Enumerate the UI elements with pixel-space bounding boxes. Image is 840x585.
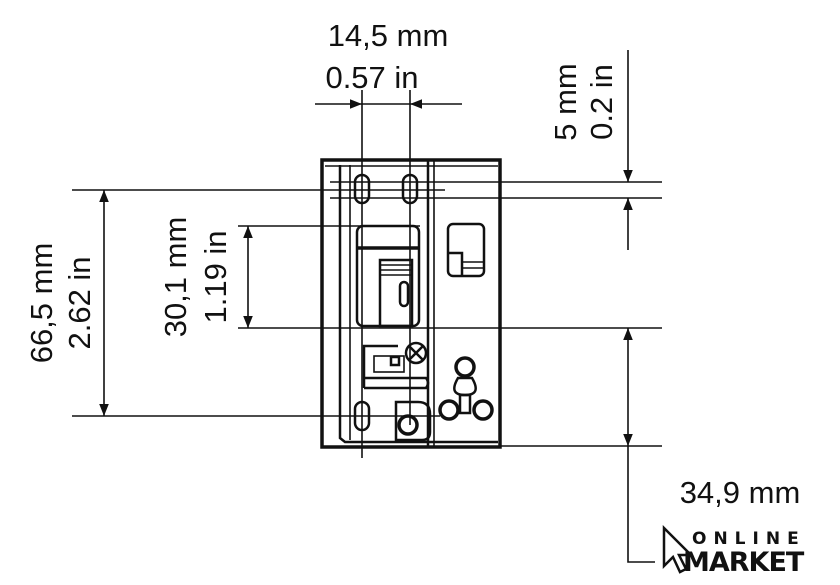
logo-line2: MARKET [683,547,805,578]
cursor-icon [662,524,695,574]
height-in-label: 2.62 in [62,256,97,349]
width-in-label: 0.57 in [325,60,418,95]
height-mm-label: 66,5 mm [24,243,59,364]
cross-circle-icon [404,341,428,365]
logo-line1: ONLINE [692,529,806,549]
offset-top-in-label: 0.2 in [584,64,619,140]
extension-lines [72,90,662,458]
width-mm-label: 14,5 mm [328,18,449,53]
d-connector [394,400,432,442]
device-outline [320,158,502,449]
spacing-in-label: 1.19 in [198,230,233,323]
bottom-offset-mm-label: 34,9 mm [680,475,801,510]
online-market-logo: ONLINE MARKET [662,524,806,578]
dimension-lines [99,50,655,563]
spacing-mm-label: 30,1 mm [158,217,193,338]
offset-top-mm-label: 5 mm [548,63,583,141]
port-icon [446,222,486,278]
terminal [454,356,476,378]
